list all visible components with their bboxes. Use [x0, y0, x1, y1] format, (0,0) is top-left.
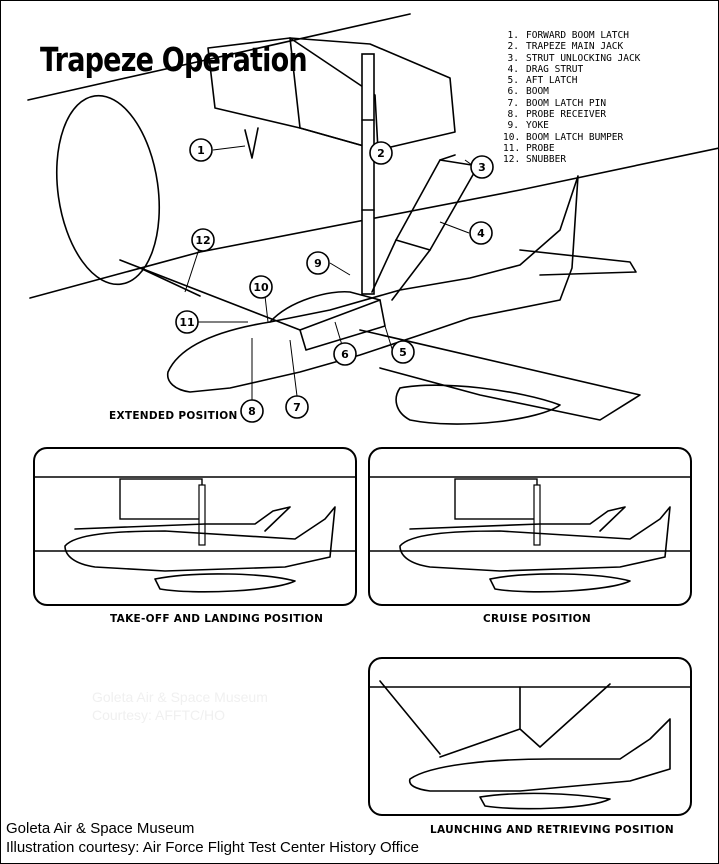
credit-museum: Goleta Air & Space Museum — [6, 820, 195, 837]
svg-text:5: 5 — [399, 346, 407, 359]
svg-text:11: 11 — [179, 316, 194, 329]
caption-cruise: CRUISE POSITION — [483, 613, 591, 625]
legend-label: BOOM — [526, 86, 549, 98]
legend-label: YOKE — [526, 120, 549, 132]
legend-label: STRUT UNLOCKING JACK — [526, 52, 641, 64]
main-illustration: 1 2 3 4 5 6 7 8 9 10 11 12 — [27, 13, 719, 425]
svg-text:10: 10 — [253, 281, 269, 294]
svg-text:3: 3 — [478, 161, 486, 174]
legend-number: 1. — [507, 30, 519, 41]
legend-item: 10. BOOM LATCH BUMPER — [503, 132, 640, 143]
caption-launching: LAUNCHING AND RETRIEVING POSITION — [430, 824, 675, 836]
svg-text:2: 2 — [377, 147, 385, 160]
svg-text:12: 12 — [195, 234, 210, 247]
legend-label: AFT LATCH — [526, 75, 578, 87]
launching-illustration — [370, 680, 690, 810]
svg-text:9: 9 — [314, 257, 322, 270]
legend-label: BOOM LATCH BUMPER — [526, 131, 624, 143]
legend-number: 7. — [507, 97, 519, 109]
legend-item: 2. TRAPEZE MAIN JACK — [503, 41, 640, 52]
takeoff-illustration — [35, 476, 355, 593]
legend-number: 2. — [507, 41, 519, 53]
panel-takeoff — [33, 447, 357, 606]
panel-launching — [368, 657, 692, 816]
legend-item: 1. FORWARD BOOM LATCH — [503, 30, 640, 41]
legend-item: 5. AFT LATCH — [503, 75, 640, 86]
legend-label: TRAPEZE MAIN JACK — [526, 41, 624, 53]
legend-number: 5. — [507, 75, 519, 87]
legend-number: 11. — [503, 142, 521, 154]
watermark-line-1: Goleta Air & Space Museum — [92, 689, 268, 705]
watermark: Goleta Air & Space Museum Courtesy: AFFT… — [92, 688, 268, 724]
legend-item: 7. BOOM LATCH PIN — [503, 98, 640, 109]
credit-illustration: Illustration courtesy: Air Force Flight … — [6, 839, 419, 856]
legend-label: BOOM LATCH PIN — [526, 97, 607, 109]
legend-number: 9. — [507, 120, 519, 132]
svg-text:1: 1 — [197, 144, 205, 157]
legend-item: 8. PROBE RECEIVER — [503, 109, 640, 120]
svg-text:8: 8 — [248, 405, 256, 418]
legend-item: 4. DRAG STRUT — [503, 64, 640, 75]
legend-label: SNUBBER — [526, 154, 567, 166]
legend-label: PROBE RECEIVER — [526, 109, 607, 121]
caption-extended-position: EXTENDED POSITION — [109, 410, 238, 422]
legend-item: 6. BOOM — [503, 86, 640, 97]
legend-number: 8. — [507, 109, 519, 121]
legend-label: PROBE — [526, 142, 555, 154]
svg-text:4: 4 — [477, 227, 485, 240]
legend-number: 12. — [503, 154, 521, 166]
legend-number: 4. — [507, 63, 519, 75]
legend-item: 12. SNUBBER — [503, 154, 640, 165]
caption-takeoff: TAKE-OFF AND LANDING POSITION — [110, 613, 324, 625]
svg-text:6: 6 — [341, 348, 349, 361]
legend-number: 10. — [503, 131, 521, 143]
legend-label: FORWARD BOOM LATCH — [526, 30, 629, 41]
diagram-title: Trapeze Operation — [40, 40, 308, 79]
legend-item: 3. STRUT UNLOCKING JACK — [503, 52, 641, 64]
legend-number: 3. — [507, 52, 519, 64]
legend-number: 6. — [507, 86, 519, 98]
legend-item: 11. PROBE — [503, 143, 640, 154]
svg-text:7: 7 — [293, 401, 301, 414]
callout-markers: 1 2 3 4 5 6 7 8 9 10 11 12 — [175, 138, 494, 423]
legend-item: 9. YOKE — [503, 120, 640, 131]
cruise-illustration — [370, 476, 690, 593]
watermark-line-2: Courtesy: AFFTC/HO — [92, 707, 226, 723]
panel-cruise — [368, 447, 692, 606]
legend-label: DRAG STRUT — [526, 63, 584, 75]
